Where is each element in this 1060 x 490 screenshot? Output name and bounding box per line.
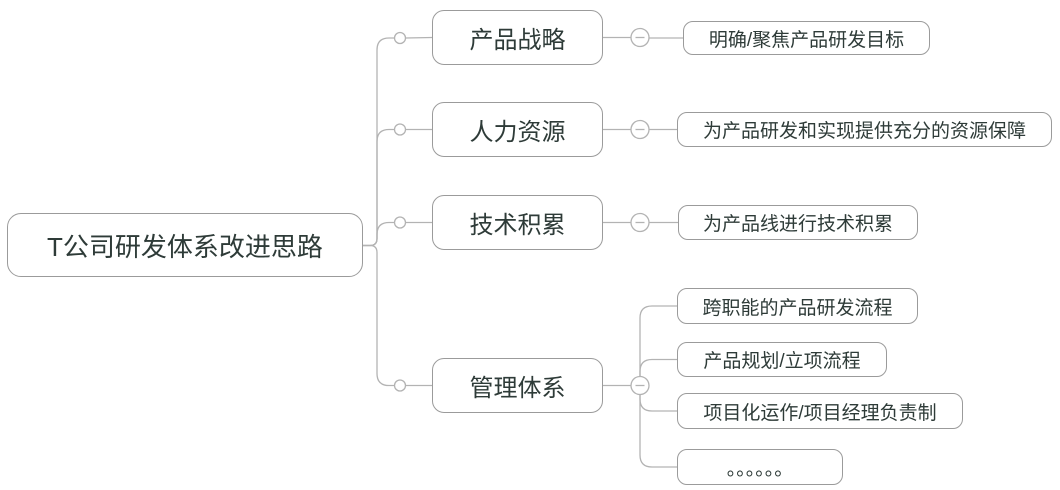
connector-junction-to-topic — [405, 36, 433, 39]
leaf-tech-for-product-line[interactable]: 为产品线进行技术积累 — [678, 205, 918, 240]
connector-root-to-branch-hr — [363, 128, 395, 247]
collapse-toggle-strategy[interactable] — [630, 27, 650, 48]
leaf-product-strategy-goal[interactable]: 明确/聚焦产品研发目标 — [683, 21, 930, 55]
connector-root-to-branch-mgmt — [363, 244, 395, 387]
collapse-toggle-hr[interactable] — [630, 119, 650, 140]
leaf-hr-resource-guarantee[interactable]: 为产品研发和实现提供充分的资源保障 — [677, 112, 1052, 147]
leaf-cross-functional-process[interactable]: 跨职能的产品研发流程 — [677, 288, 918, 324]
leaf-ellipsis-placeholder[interactable]: 。。。。。。 — [677, 449, 843, 485]
topic-management-system[interactable]: 管理体系 — [432, 358, 603, 413]
root-topic[interactable]: T公司研发体系改进思路 — [7, 213, 363, 277]
junction-dot — [393, 216, 407, 229]
leaf-planning-approval-process[interactable]: 产品规划/立项流程 — [677, 342, 887, 377]
collapse-toggle-mgmt[interactable] — [630, 375, 650, 396]
junction-dot — [393, 31, 407, 45]
connector-mgmt-to-leaf-4 — [639, 394, 677, 468]
connector-root-to-branch-tech — [363, 221, 395, 247]
topic-human-resources[interactable]: 人力资源 — [432, 102, 603, 157]
topic-product-strategy[interactable]: 产品战略 — [432, 10, 603, 65]
junction-dot — [393, 379, 407, 392]
connector-mgmt-to-leaf-1 — [639, 305, 677, 377]
connector-root-to-branch-strategy — [363, 37, 395, 247]
topic-tech-accumulation[interactable]: 技术积累 — [432, 195, 603, 250]
leaf-project-manager-responsibility[interactable]: 项目化运作/项目经理负责制 — [677, 393, 963, 429]
collapse-toggle-tech[interactable] — [630, 212, 650, 233]
connector-mgmt-to-leaf-2 — [639, 358, 677, 377]
connector-mgmt-to-leaf-3 — [639, 394, 677, 412]
junction-dot — [393, 123, 407, 136]
